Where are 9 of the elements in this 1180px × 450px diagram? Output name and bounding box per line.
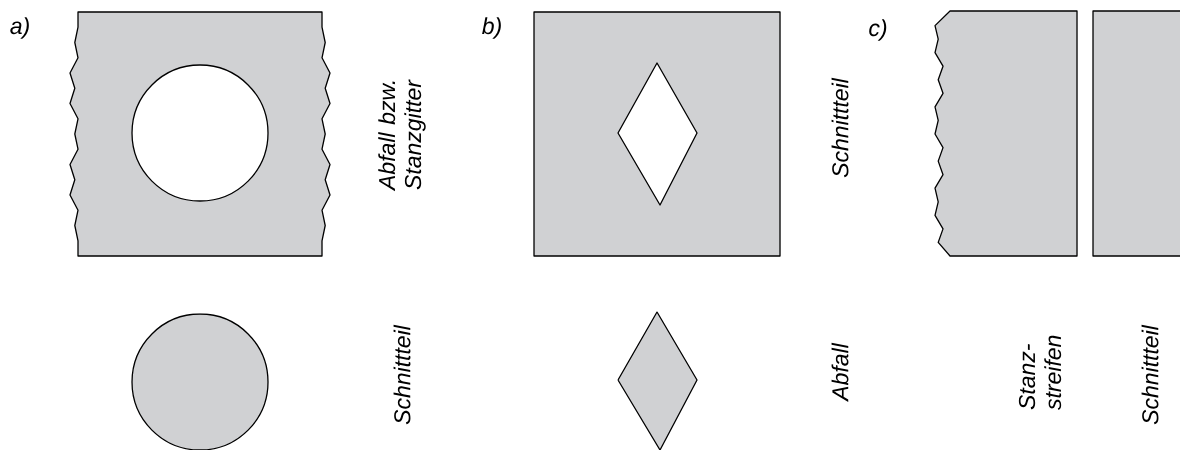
part-label: Stanz- streifen: [1018, 335, 1062, 410]
panel-label: c): [869, 19, 887, 41]
part-label: Abfall: [831, 342, 849, 402]
part-label: Schnittteil: [831, 77, 849, 178]
panel-label: b): [482, 17, 501, 39]
part-label: Schnittteil: [1141, 324, 1159, 425]
part-label: Schnittteil: [393, 324, 411, 425]
part-label: Abfall bzw. Stanzgitter: [378, 79, 426, 192]
panel-label: a): [10, 17, 29, 39]
